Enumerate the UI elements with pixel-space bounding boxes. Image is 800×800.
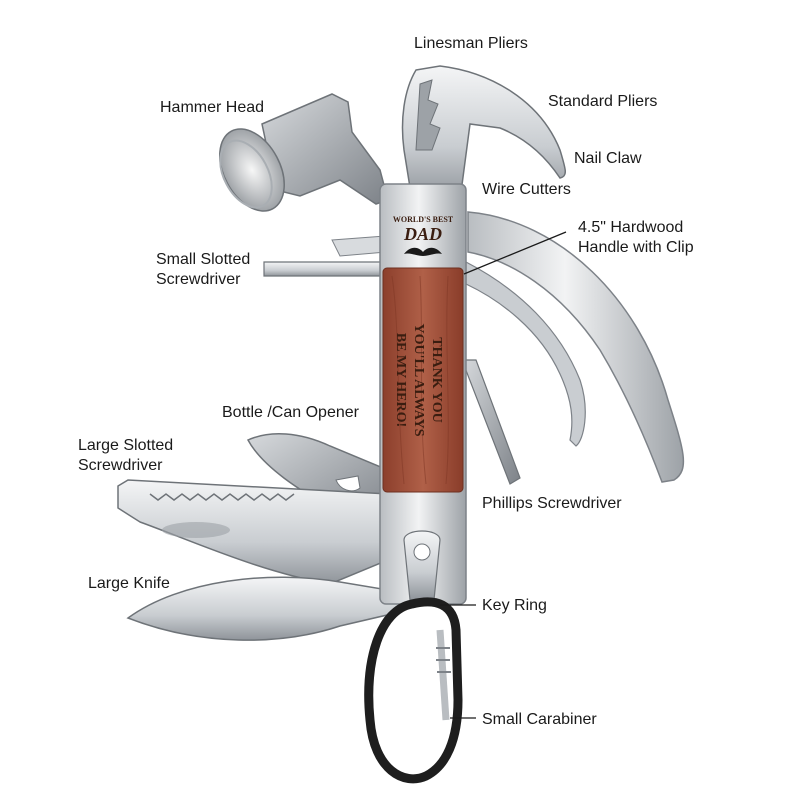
label-large-knife: Large Knife [88,575,170,592]
phillips-screwdriver [461,359,521,485]
label-small-slotted-line1: Small Slotted [156,251,251,268]
key-ring [403,530,441,601]
label-hardwood-line2: Handle with Clip [578,239,694,256]
engraving-line-3: BE MY HERO! [393,333,408,427]
label-linesman-pliers: Linesman Pliers [414,35,528,52]
label-nail-claw: Nail Claw [574,150,642,167]
label-small-carabiner: Small Carabiner [482,711,597,728]
label-large-slotted-screwdriver: Large Slotted Screwdriver [78,436,173,476]
engraving-line-1: THANK YOU [429,337,444,422]
label-large-slotted-line1: Large Slotted [78,437,174,454]
nail-claw-arm [467,211,685,483]
label-key-ring: Key Ring [482,597,547,614]
mustache-icon [404,247,442,256]
engraving-line-2: YOU'LL ALWAYS [411,324,426,437]
badge-main-text: DAD [403,224,442,244]
label-wire-cutters: Wire Cutters [482,181,571,198]
label-hardwood-line1: 4.5" Hardwood [578,219,684,236]
wire-clip [465,261,586,447]
pliers-jaws [401,65,566,201]
small-slotted-screwdriver [263,261,387,277]
label-standard-pliers: Standard Pliers [548,93,658,110]
label-small-slotted-screwdriver: Small Slotted Screwdriver [156,250,250,290]
hardwood-inlay [382,267,464,493]
label-small-slotted-line2: Screwdriver [156,271,241,288]
large-slotted-screwdriver [117,479,389,585]
badge-top-text: WORLD'S BEST [393,215,454,224]
label-large-slotted-line2: Screwdriver [78,457,163,474]
label-phillips-screwdriver: Phillips Screwdriver [482,495,622,512]
label-bottle-opener: Bottle /Can Opener [222,404,359,421]
label-hardwood-handle: 4.5" Hardwood Handle with Clip [578,218,694,258]
label-hammer-head: Hammer Head [160,99,265,116]
small-carabiner [364,597,463,784]
